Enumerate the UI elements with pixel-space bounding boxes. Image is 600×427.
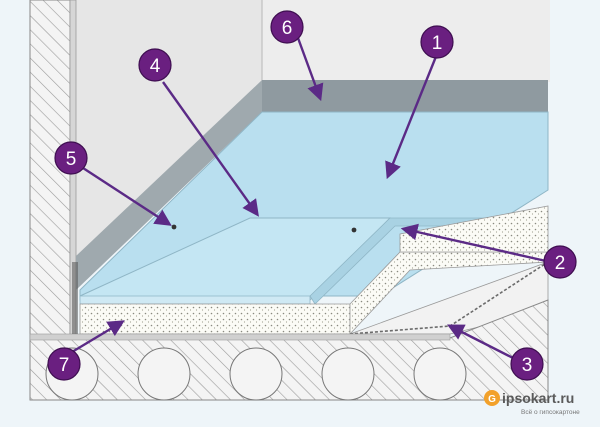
slab-hollow-3 <box>229 347 283 401</box>
arrow-5 <box>82 166 172 226</box>
callout-4: 4 <box>138 48 172 82</box>
arrow-6 <box>296 37 324 102</box>
dry-backfill-front <box>79 303 351 335</box>
callout-5-label: 5 <box>66 149 77 170</box>
arrow-2 <box>400 223 547 263</box>
arrow-4 <box>162 81 259 217</box>
screw-2 <box>351 227 357 233</box>
callout-6: 6 <box>270 10 304 44</box>
slab-hollow-2 <box>137 347 191 401</box>
watermark-name: ipsokart.ru <box>502 390 574 406</box>
arrow-1 <box>385 53 439 180</box>
watermark-logo-letter: G <box>488 394 496 405</box>
side-wall <box>70 0 262 262</box>
sheet-layer-upper <box>79 295 311 305</box>
watermark-tagline: Всё о гипсокартоне <box>521 409 580 416</box>
callout-3-label: 3 <box>522 355 533 376</box>
callout-4-label: 4 <box>150 56 161 77</box>
callout-1-label: 1 <box>432 33 443 54</box>
edge-damper-tape <box>72 262 78 334</box>
callout-7: 7 <box>47 347 81 381</box>
slab-hollow-4 <box>321 347 375 401</box>
skirting-board-back <box>262 80 548 112</box>
arrow-3 <box>447 324 514 360</box>
callout-6-label: 6 <box>282 18 293 39</box>
callout-2-label: 2 <box>555 253 566 274</box>
screw-1 <box>171 224 177 230</box>
watermark: G ipsokart.ru Всё о гипсокартоне <box>484 390 580 416</box>
skirting-board-left <box>76 80 262 290</box>
callout-1: 1 <box>420 25 454 59</box>
callout-3: 3 <box>510 347 544 381</box>
slab-hollow-5 <box>413 347 467 401</box>
callout-2: 2 <box>543 245 577 279</box>
callout-5: 5 <box>54 141 88 175</box>
arrow-7 <box>71 320 125 354</box>
watermark-logo-icon <box>484 390 500 406</box>
callout-7-label: 7 <box>59 355 70 376</box>
